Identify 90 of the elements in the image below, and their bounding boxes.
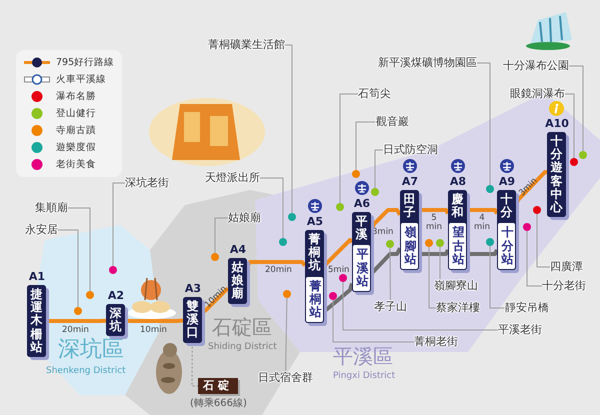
leader-line xyxy=(490,246,506,308)
station-name: 十分遊客中心 xyxy=(547,132,566,218)
leader-line xyxy=(568,66,584,152)
leader-line xyxy=(536,214,550,268)
attraction-label: 姑娘廟 xyxy=(228,211,261,225)
station-code: A10 xyxy=(545,118,569,130)
station-name: 雙溪口 xyxy=(183,297,202,343)
attraction-label: 菁桐老街 xyxy=(414,335,458,349)
rail-station-name: 十分站 xyxy=(497,222,516,270)
attraction-label: 十分瀑布公園 xyxy=(503,59,569,73)
attraction-label: 新平溪煤礦博物園區 xyxy=(378,56,477,70)
station-name: 姑娘廟 xyxy=(228,258,247,304)
district-name: Shiding District xyxy=(208,343,277,353)
rail-station-name: 菁桐站 xyxy=(305,276,324,324)
station-code: A4 xyxy=(230,244,246,256)
leader-line xyxy=(58,230,78,308)
station-sign xyxy=(305,230,324,324)
transfer-stop-sign: 石碇 xyxy=(198,378,238,394)
rail-station-name: 望古站 xyxy=(448,222,467,270)
attraction-label: 靜安吊橋 xyxy=(505,301,549,315)
attraction-label: 眼鏡洞瀑布 xyxy=(510,87,565,101)
leader-line xyxy=(214,218,228,254)
travel-time: 20min xyxy=(62,326,89,335)
leader-line xyxy=(342,282,498,330)
leader-line xyxy=(390,248,391,300)
travel-time: 3min xyxy=(372,228,394,237)
station-name: 深坑 xyxy=(106,304,125,336)
station-code: A6 xyxy=(354,198,370,210)
leader-line xyxy=(428,246,436,308)
attraction-label: 天燈派出所 xyxy=(205,171,260,185)
station-code: A5 xyxy=(306,216,324,228)
legend-label: 瀑布名勝 xyxy=(56,90,96,103)
poi-dot xyxy=(352,170,360,178)
attraction-label: 日式防空洞 xyxy=(383,143,438,157)
attraction-label: 永安居 xyxy=(25,223,58,237)
travel-time: 5min xyxy=(328,266,350,275)
station-code: A8 xyxy=(450,176,466,188)
station-name: 捷運木柵站 xyxy=(27,285,46,357)
attraction-label: 孝子山 xyxy=(374,300,407,314)
district-name: 平溪區 xyxy=(333,345,393,367)
legend-label: 登山健行 xyxy=(56,107,96,120)
leader-line xyxy=(374,150,384,188)
attraction-label: 集順廟 xyxy=(35,201,68,215)
district-name: Pingxi District xyxy=(333,372,396,382)
leader-line xyxy=(332,300,414,342)
station-code: A1 xyxy=(28,271,46,283)
leader-line xyxy=(476,62,490,186)
attraction-label: 四廣潭 xyxy=(550,260,583,274)
legend-label: 遊樂度假 xyxy=(56,141,96,154)
attraction-label: 石筍尖 xyxy=(358,87,391,101)
attraction-label: 觀音巖 xyxy=(376,115,409,129)
station-code: A9 xyxy=(498,176,516,188)
leader-line xyxy=(260,178,284,238)
district-name: Shenkeng District xyxy=(46,367,126,377)
station-sign xyxy=(497,190,516,270)
attraction-label: 日式宿舍群 xyxy=(258,371,313,385)
leader-line xyxy=(284,44,292,214)
transfer-note: (轉乘666線) xyxy=(190,398,247,410)
leader-line xyxy=(356,122,376,170)
travel-time: 10min xyxy=(140,326,167,335)
attraction-label: 深坑老街 xyxy=(125,176,169,190)
attraction-label: 蔡家洋樓 xyxy=(436,301,480,315)
leader-line xyxy=(564,94,574,158)
station-code: A7 xyxy=(402,176,418,188)
leader-line xyxy=(112,182,126,266)
leader-line xyxy=(526,230,542,286)
leader-line xyxy=(68,208,90,292)
district-name: 深坑區 xyxy=(58,338,124,362)
travel-time: 4 min xyxy=(472,214,492,232)
station-sign xyxy=(352,212,371,292)
attraction-label: 十分老街 xyxy=(542,279,586,293)
station-sign xyxy=(400,190,419,270)
attraction-label: 平溪老街 xyxy=(498,323,542,337)
district-name: 石碇區 xyxy=(212,316,272,338)
route-line xyxy=(46,318,106,323)
travel-time: 20min xyxy=(265,266,292,275)
station-sign xyxy=(448,190,467,270)
station-code: A2 xyxy=(108,290,124,302)
leader-line xyxy=(285,298,288,372)
travel-time: 5 min xyxy=(424,214,444,232)
rail-station-name: 嶺腳站 xyxy=(400,222,419,270)
legend-label: 老街美食 xyxy=(56,158,96,171)
legend-label: 火車平溪線 xyxy=(56,73,106,86)
rail-station-name: 平溪站 xyxy=(352,244,371,292)
legend-label: 795好行路線 xyxy=(56,56,114,69)
legend-label: 寺廟古蹟 xyxy=(56,124,96,137)
leader-line xyxy=(340,94,358,204)
attraction-label: 菁桐礦業生活館 xyxy=(208,38,285,52)
station-code: A3 xyxy=(184,283,202,295)
attraction-label: 嶺腳寮山 xyxy=(434,279,478,293)
